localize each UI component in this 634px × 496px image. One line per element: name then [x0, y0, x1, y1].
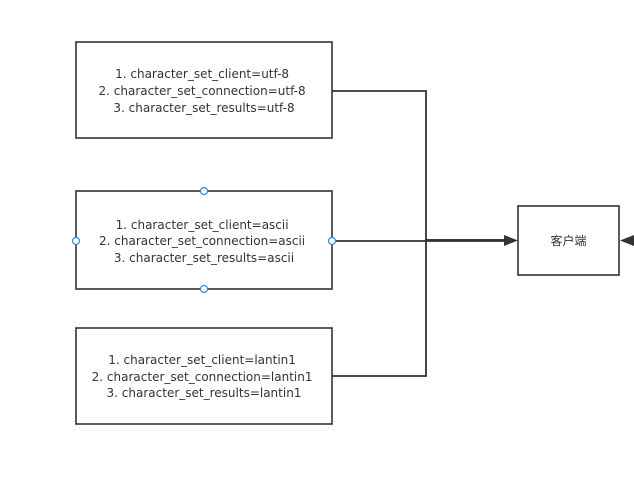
edge-utf8-to-client[interactable]	[332, 90, 508, 241]
node-ascii-line-3: 3. character_set_results=ascii	[114, 251, 294, 265]
node-lantin1-line-1: 1. character_set_client=lantin1	[108, 353, 296, 367]
connection-handle-top[interactable]	[199, 186, 209, 196]
connection-handle-left[interactable]	[71, 236, 81, 246]
node-ascii-box[interactable]	[75, 190, 333, 290]
edge-lantin1-to-client[interactable]	[332, 239, 508, 377]
node-lantin1-box[interactable]	[75, 327, 333, 425]
node-client-line-1: 客户端	[550, 233, 586, 248]
connection-handle-bottom[interactable]	[199, 284, 209, 294]
node-ascii-line-2: 2. character_set_connection=ascii	[99, 234, 305, 248]
arrowhead-cropped-right	[620, 235, 634, 246]
node-client-label: 客户端	[550, 233, 586, 248]
node-utf8-label: 1. character_set_client=utf-8 2. charact…	[99, 67, 310, 115]
node-lantin1-line-3: 3. character_set_results=lantin1	[107, 386, 302, 400]
node-utf8-line-3: 3. character_set_results=utf-8	[113, 101, 294, 115]
node-lantin1-label: 1. character_set_client=lantin1 2. chara…	[92, 353, 317, 400]
connection-handle-right[interactable]	[327, 236, 337, 246]
node-client[interactable]: 客户端	[517, 205, 620, 276]
node-ascii-line-1: 1. character_set_client=ascii	[116, 218, 289, 232]
node-ascii-label: 1. character_set_client=ascii 2. charact…	[99, 218, 309, 265]
node-utf8-line-2: 2. character_set_connection=utf-8	[99, 84, 306, 98]
node-utf8-line-1: 1. character_set_client=utf-8	[115, 67, 289, 81]
arrowhead-into-client	[504, 235, 518, 246]
node-lantin1-line-2: 2. character_set_connection=lantin1	[92, 370, 313, 384]
node-utf8[interactable]: 1. character_set_client=utf-8 2. charact…	[75, 41, 333, 139]
node-lantin1[interactable]: 1. character_set_client=lantin1 2. chara…	[75, 327, 333, 425]
node-utf8-box[interactable]	[75, 41, 333, 139]
node-client-box[interactable]	[517, 205, 620, 276]
node-ascii[interactable]: 1. character_set_client=ascii 2. charact…	[71, 186, 337, 294]
